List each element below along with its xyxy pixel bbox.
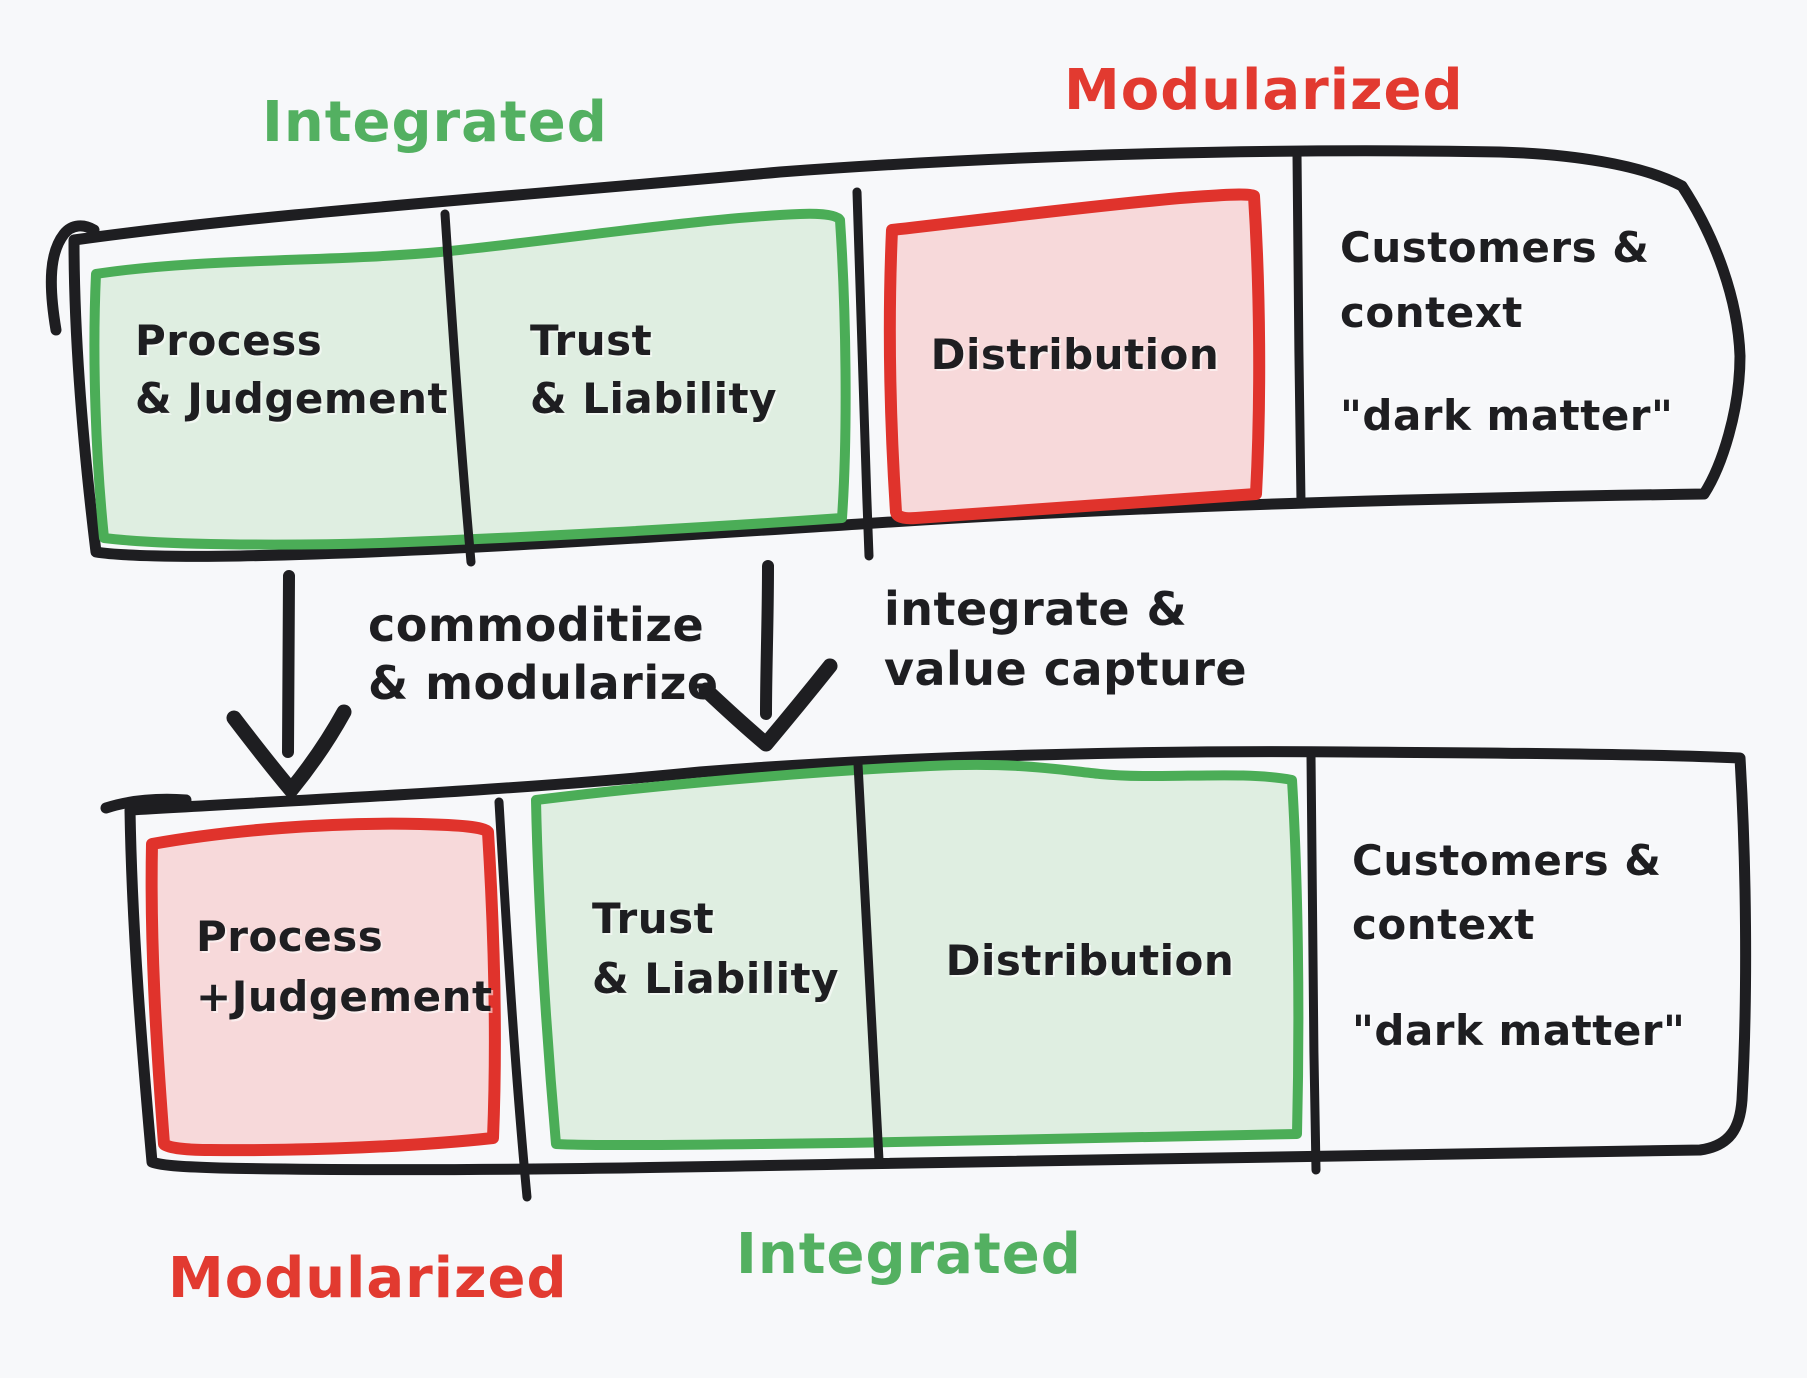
commoditize-caption-line1: commoditize <box>368 598 705 652</box>
top-distribution-label: Distribution <box>930 330 1220 379</box>
top-bar-outline <box>68 145 1746 562</box>
bottom-bar-outline <box>124 746 1752 1176</box>
top-integrated-label: Integrated <box>262 90 608 155</box>
right-arrow-head <box>698 658 838 752</box>
bottom-trust-label-line2: & Liability <box>592 954 839 1003</box>
bottom-customers-label-line2: context <box>1352 900 1535 949</box>
bottom-modularized-label: Modularized <box>168 1246 568 1311</box>
bottom-trust-label-line1: Trust <box>592 894 715 943</box>
integrate-caption-line1: integrate & <box>884 582 1188 636</box>
bottom-distribution-label: Distribution <box>945 936 1235 985</box>
top-process-label-line1: Process <box>135 316 323 365</box>
bottom-dark-matter-label: "dark matter" <box>1352 1006 1686 1055</box>
top-trust-label-line1: Trust <box>530 316 653 365</box>
bottom-process-label-line1: Process <box>196 912 384 961</box>
bottom-divider-process-trust <box>494 797 532 1202</box>
top-customers-label-line2: context <box>1340 288 1523 337</box>
right-arrow-shaft <box>760 560 774 720</box>
bottom-divider-distribution-customers <box>1306 751 1321 1175</box>
left-arrow-head <box>226 704 352 798</box>
top-trust-label-line2: & Liability <box>530 374 777 423</box>
top-process-label-line2: & Judgement <box>135 374 449 423</box>
bottom-green-box <box>531 759 1304 1151</box>
top-modularized-label: Modularized <box>1064 58 1464 123</box>
bottom-red-box <box>145 817 501 1157</box>
bottom-divider-trust-distribution <box>853 759 884 1165</box>
commoditize-caption-line2: & modularize <box>368 656 719 710</box>
integrate-caption-line2: value capture <box>884 642 1248 696</box>
bottom-bar-corner-spur <box>100 793 192 814</box>
top-bar-corner-spur <box>45 220 100 336</box>
top-dark-matter-label: "dark matter" <box>1340 391 1674 440</box>
top-divider-distribution-customers <box>1292 149 1306 507</box>
top-divider-trust-distribution <box>852 187 874 561</box>
top-divider-process-trust <box>440 209 476 567</box>
top-customers-label-line1: Customers & <box>1340 223 1650 272</box>
left-arrow-shaft <box>282 570 295 758</box>
bottom-customers-label-line1: Customers & <box>1352 836 1662 885</box>
top-red-box <box>883 188 1266 525</box>
bottom-integrated-label: Integrated <box>736 1222 1082 1287</box>
bottom-process-label-line2: +Judgement <box>196 972 493 1021</box>
